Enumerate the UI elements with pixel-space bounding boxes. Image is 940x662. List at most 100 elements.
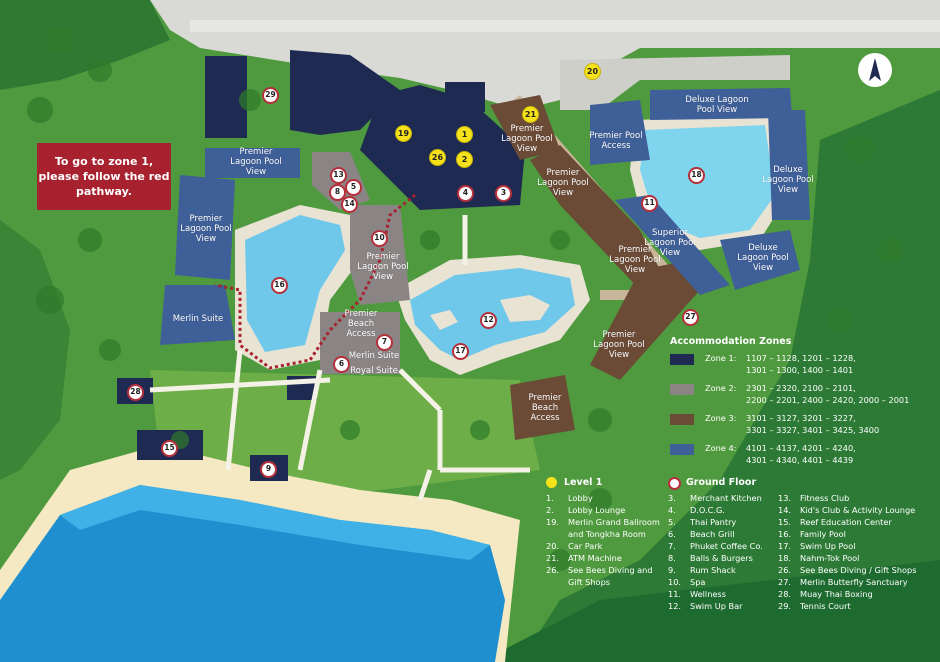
item-label: Gift Shops [568,577,611,587]
list-item: 5.Thai Pantry [668,516,776,528]
forest-top-left [0,0,170,90]
item-label: Family Pool [800,529,846,539]
zone-row: Zone 4: 4101 – 4137, 4201 – 4240, 4301 –… [670,442,935,468]
red-pathway-notice: To go to zone 1, please follow the red p… [37,143,171,210]
zone3-building [490,95,560,160]
zone4-building [720,230,800,290]
list-item: 6.Beach Grill [668,528,776,540]
item-label: ATM Machine [568,553,622,563]
forest-bottom-right [480,560,940,662]
zone-ranges: 1107 – 1128, 1201 – 1228, 1301 – 1300, 1… [746,352,940,376]
item-number: 7. [668,541,676,551]
zone-range-line: 4301 – 4340, 4401 – 4439 [746,455,854,465]
notice-line: To go to zone 1, [54,155,154,168]
building-label: Premier Lagoon Pool View [501,124,553,154]
zone3-building [510,375,575,440]
building-label: Premier Lagoon Pool View [357,252,409,282]
zone4-building [175,175,235,280]
list-item: 3.Merchant Kitchen [668,492,776,504]
notice-line: please follow the red [38,170,170,183]
item-number [546,576,568,588]
item-number: 13. [778,493,792,503]
list-item: 4.D.O.C.G. [668,504,776,516]
zone3-building [590,260,700,380]
list-item: 17.Swim Up Pool [778,540,936,552]
item-label: Swim Up Bar [690,601,743,611]
marker-ground: 10 [371,230,388,247]
notice-line: pathway. [76,185,132,198]
list-item: 15.Reef Education Center [778,516,936,528]
item-label: See Bees Diving and [568,565,653,575]
sea-shallow [60,485,490,560]
zone2-swatch [670,384,694,395]
zone4-building [205,148,300,178]
zone4-building [160,285,235,345]
pool-island [430,310,458,330]
item-number: 26. [778,565,792,575]
family-pool [245,215,345,352]
item-number: 17. [778,541,792,551]
item-label: Tennis Court [800,601,851,611]
marker-ground: 17 [452,343,469,360]
marker-level1: 20 [584,63,601,80]
footpath [149,349,530,501]
level1-title: Level 1 [564,477,603,488]
marker-ground: 11 [641,195,658,212]
item-label: Nahm-Tok Pool [800,553,860,563]
north-arrow-icon [858,53,892,87]
item-number: 10. [668,577,682,587]
item-label: Merchant Kitchen [690,493,762,503]
list-item: Gift Shops [546,576,664,588]
marker-ground: 9 [260,461,277,478]
building-label: Premier Pool Access [589,131,643,151]
marker-ground: 29 [262,87,279,104]
item-number: 20. [546,541,560,551]
accommodation-zones-title: Accommodation Zones [670,336,792,347]
list-item: 13. Fitness Club [778,492,936,504]
item-number: 9. [668,565,676,575]
item-label: Wellness [690,589,726,599]
marker-ground: 12 [480,312,497,329]
road-inner [190,20,940,32]
list-item: 18.Nahm-Tok Pool [778,552,936,564]
item-number [546,528,568,540]
marker-ground: 15 [161,440,178,457]
building-label: Premier Beach Access [344,309,378,339]
building-label: Deluxe Lagoon Pool View [685,95,749,115]
zone-range-line: 3101 – 3127, 3201 – 3227, [746,413,856,423]
zone1-building [360,85,525,210]
list-item: 21.ATM Machine [546,552,664,564]
zone3-swatch [670,414,694,425]
item-number: 14. [778,505,792,515]
list-item: 26.See Bees Diving and [546,564,664,576]
zone-range-line: 1301 – 1300, 1400 – 1401 [746,365,854,375]
forest-right [520,90,940,662]
item-label: Fitness Club [800,493,850,503]
item-number: 1. [546,493,554,503]
item-label: Muay Thai Boxing [800,589,873,599]
item-number: 15. [778,517,792,527]
item-label: Merlin Grand Ballroom [568,517,660,527]
building-label: Premier Lagoon Pool View [180,214,232,244]
building-label: Deluxe Lagoon Pool View [737,243,789,273]
building-label: Premier Lagoon Pool View [537,168,589,198]
list-item: 20.Car Park [546,540,664,552]
zone-range-line: 4101 – 4137, 4201 – 4240, [746,443,856,453]
marker-ground: 7 [376,334,393,351]
item-number: 11. [668,589,682,599]
marker-ground: 6 [333,356,350,373]
marker-ground: 4 [457,185,474,202]
marker-level1: 21 [522,106,539,123]
building-label: Premier Beach Access [528,393,562,423]
marker-ground: 28 [127,384,144,401]
zone-range-line: 2200 – 2201, 2400 – 2420, 2000 – 2001 [746,395,910,405]
ground-floor-list-2: 13.Fitness Club 14.Kid's Club & Activity… [778,492,936,612]
zone4-building [650,88,792,120]
car-park [560,55,790,110]
list-item: 26. See Bees Diving / Gift Shops [778,564,936,576]
building-label: Merlin Suite [172,314,224,324]
marker-ground: 5 [345,179,362,196]
building-label: Deluxe Lagoon Pool View [762,165,814,195]
item-label: See Bees Diving / Gift Shops [800,565,917,575]
marker-ground: 14 [341,196,358,213]
